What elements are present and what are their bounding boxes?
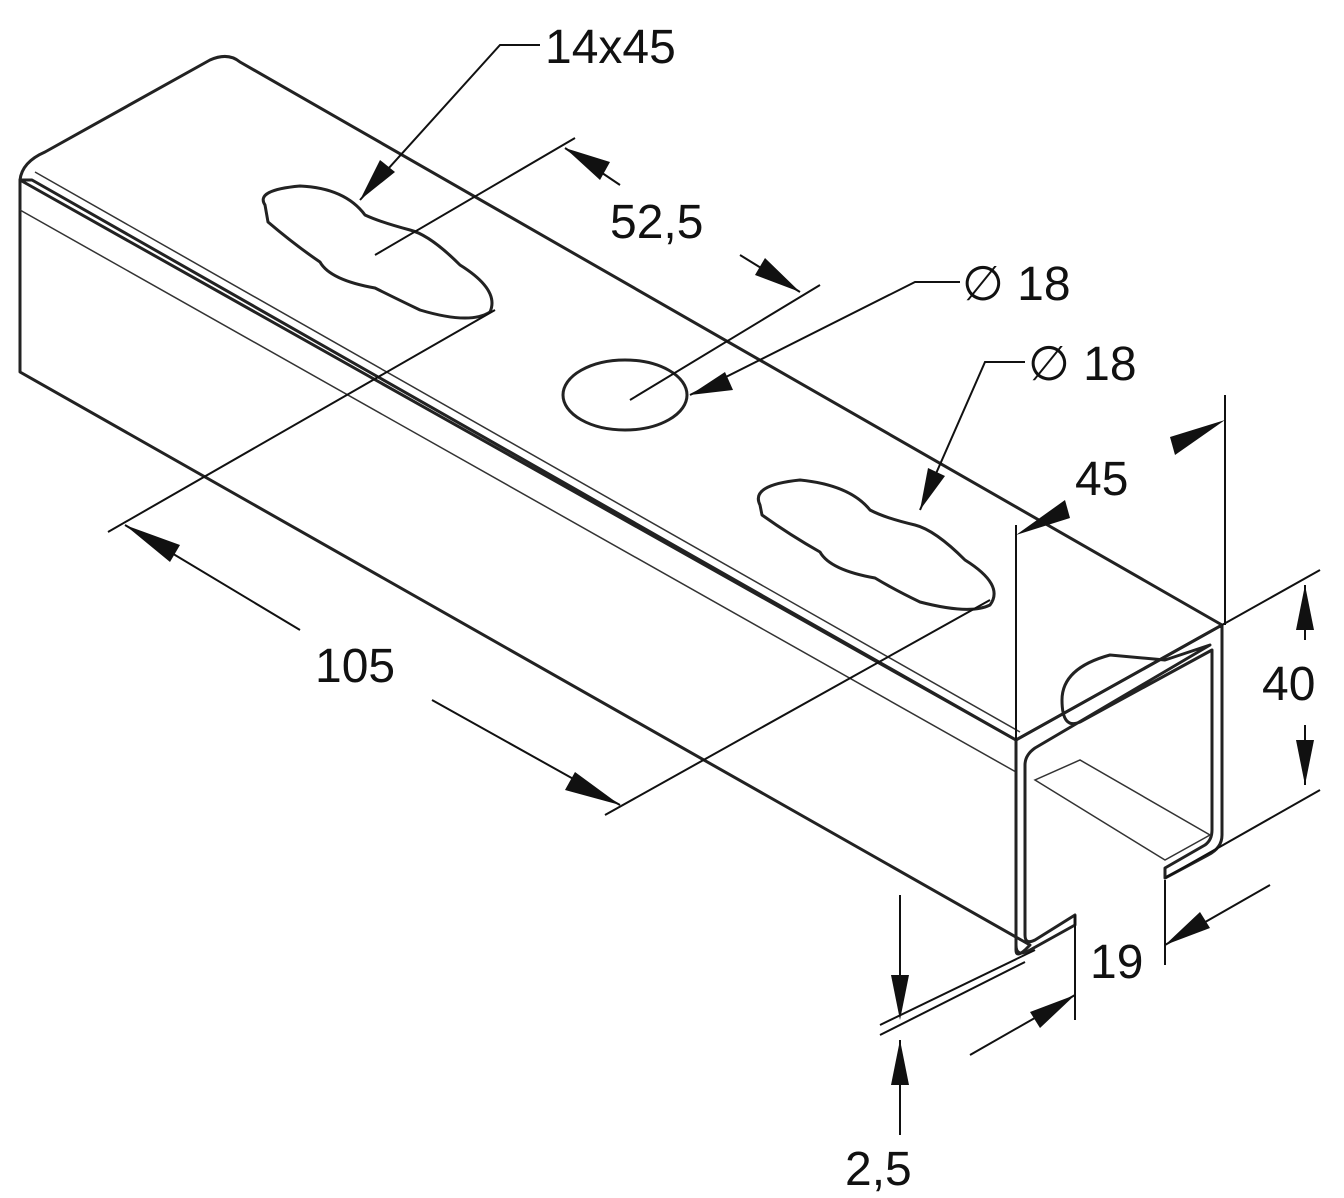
dim-label-slot: 14x45 [545, 21, 676, 74]
dim-label-opening: 19 [1090, 936, 1143, 989]
channel-side-band [19, 209, 1017, 773]
channel-end-profile [1014, 623, 1224, 955]
channel-inner-floor [1033, 759, 1212, 861]
dim-label-hole-diameter: ∅ 18 [962, 258, 1071, 311]
slot-2 [757, 478, 996, 611]
channel-edge-highlight [34, 171, 1021, 733]
dim-label-height: 40 [1262, 658, 1315, 711]
slot-1 [261, 184, 494, 320]
dim-label-thickness: 2,5 [845, 1143, 912, 1196]
channel-top-face [18, 55, 1224, 742]
channel-body [18, 55, 1224, 956]
dim-label-width: 45 [1075, 453, 1128, 506]
dimension-labels: 14x45 52,5 ∅ 18 ∅ 18 45 40 105 19 2,5 [315, 21, 1315, 1196]
dimension-lines [107, 44, 1321, 1135]
round-hole [561, 358, 689, 432]
dim-label-pitch: 105 [315, 640, 395, 693]
dim-label-slot-diameter: ∅ 18 [1028, 338, 1137, 391]
dim-label-slot-pitch: 52,5 [610, 196, 703, 249]
